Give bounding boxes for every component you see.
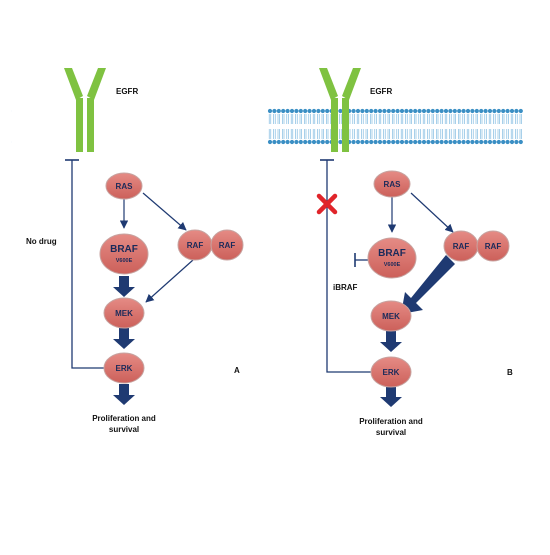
v600e-label: V600E xyxy=(384,262,401,268)
erk-to-outcome-arrow xyxy=(113,384,135,405)
braf-to-mek-arrow xyxy=(113,276,135,297)
ras-node: RAS xyxy=(373,170,411,198)
ibraf-label: iBRAF xyxy=(333,283,358,292)
braf-v600e-node: BRAF V600E xyxy=(99,233,149,275)
egfr-label: EGFR xyxy=(370,87,392,96)
braf-label: BRAF xyxy=(378,248,406,259)
ibraf-inhibition xyxy=(354,253,370,267)
ras-to-raf-arrow xyxy=(142,192,187,231)
raf-node-2: RAF xyxy=(476,230,510,262)
erk-label: ERK xyxy=(116,364,133,373)
feedback-inhibition xyxy=(65,159,104,369)
egfr-receptor xyxy=(64,68,106,152)
panel-letter-a: A xyxy=(234,366,240,375)
erk-node: ERK xyxy=(103,352,145,384)
membrane-lipids xyxy=(267,108,523,145)
egfr-label: EGFR xyxy=(116,87,138,96)
outcome-line1: Proliferation and xyxy=(359,417,423,426)
raf-to-mek-strong-arrow xyxy=(401,255,455,314)
braf-v600e-node: BRAF V600E xyxy=(367,237,417,279)
panel-letter-b: B xyxy=(507,368,513,377)
braf-label: BRAF xyxy=(110,244,138,255)
ras-label: RAS xyxy=(116,182,134,191)
raf-label-2: RAF xyxy=(485,242,502,251)
erk-to-outcome-arrow xyxy=(380,386,402,407)
egfr-receptor xyxy=(319,68,361,152)
mek-node: MEK xyxy=(103,297,145,329)
feedback-inhibition-blocked xyxy=(320,159,376,373)
mek-to-erk-arrow xyxy=(113,328,135,349)
raf-label-1: RAF xyxy=(187,241,204,250)
mek-label: MEK xyxy=(115,309,133,318)
mek-label: MEK xyxy=(382,312,400,321)
ras-label: RAS xyxy=(384,180,402,189)
outcome-line2: survival xyxy=(376,428,406,437)
erk-label: ERK xyxy=(383,368,400,377)
ras-node: RAS xyxy=(105,172,143,200)
no-drug-label: No drug xyxy=(26,237,57,246)
panel-a: EGFR No drug RAS BRAF V600E RAF xyxy=(11,68,255,434)
outcome-line1: Proliferation and xyxy=(92,414,156,423)
cell-membrane xyxy=(12,108,255,146)
mek-node: MEK xyxy=(370,300,412,332)
mek-to-erk-arrow xyxy=(380,331,402,352)
raf-to-mek-arrow xyxy=(145,259,194,303)
blocked-cross-icon xyxy=(316,193,338,215)
raf-node-2: RAF xyxy=(210,229,244,261)
panel-b: EGFR iBRAF RAS BRAF V600E xyxy=(267,68,523,437)
ras-to-raf-arrow xyxy=(410,192,454,233)
outcome-line2: survival xyxy=(109,425,139,434)
raf-label-2: RAF xyxy=(219,241,236,250)
raf-node-1: RAF xyxy=(177,229,213,261)
raf-label-1: RAF xyxy=(453,242,470,251)
erk-node: ERK xyxy=(370,356,412,388)
raf-node-1: RAF xyxy=(443,230,479,262)
v600e-label: V600E xyxy=(116,258,133,264)
